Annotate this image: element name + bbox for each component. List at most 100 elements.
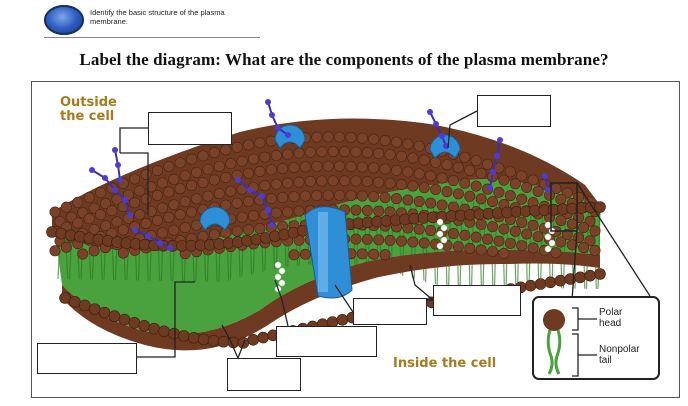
- phospholipid-head: [151, 189, 163, 201]
- phospholipid-head: [322, 189, 334, 201]
- phospholipid-head: [516, 240, 528, 252]
- phospholipid-head: [49, 206, 61, 218]
- phospholipid-head: [336, 313, 349, 326]
- cholesterol: [440, 236, 448, 244]
- phospholipid-head: [243, 224, 255, 236]
- phospholipid-head: [430, 156, 442, 168]
- cholesterol: [544, 221, 552, 229]
- phospholipid-head: [129, 197, 141, 209]
- phospholipid-head: [220, 199, 232, 211]
- phospholipid-head: [395, 179, 407, 191]
- phospholipid-head: [108, 310, 121, 323]
- sugar-bead: [269, 222, 275, 228]
- carbohydrate-chain: [489, 139, 501, 189]
- objective-icon: [44, 5, 84, 35]
- phospholipid-head: [384, 149, 396, 161]
- phospholipid-head: [584, 269, 596, 282]
- phospholipid-head: [470, 231, 482, 243]
- phospholipid-head: [168, 173, 180, 185]
- phospholipid-head: [554, 274, 567, 287]
- sugar-bead: [439, 133, 445, 139]
- phospholipid-head: [487, 196, 499, 208]
- phospholipid-head: [402, 166, 414, 178]
- phospholipid-head: [88, 223, 100, 235]
- phospholipid-head: [379, 163, 391, 175]
- phospholipid-head: [584, 235, 596, 247]
- leader-line: [334, 284, 354, 313]
- phospholipid-head: [191, 166, 203, 178]
- phospholipid-head: [493, 235, 505, 247]
- carbohydrate-chain: [134, 229, 171, 249]
- legend-polar-head: Polar head: [599, 307, 623, 329]
- answer-box-7[interactable]: [227, 358, 301, 391]
- phospholipid-head: [436, 199, 448, 211]
- phospholipid-head: [395, 235, 407, 247]
- phospholipid-head: [174, 157, 186, 169]
- lipid-tail: [68, 236, 73, 280]
- answer-box-5[interactable]: [276, 326, 377, 357]
- phospholipid-head: [566, 239, 578, 251]
- phospholipid-head: [316, 146, 328, 158]
- phospholipid-head: [311, 131, 323, 143]
- phospholipid-head: [178, 330, 190, 342]
- phospholipid-head: [236, 155, 248, 167]
- phospholipid-head: [482, 233, 494, 245]
- channel-highlight: [318, 212, 328, 292]
- answer-box-2[interactable]: [477, 95, 551, 127]
- phospholipid-head: [197, 177, 209, 189]
- phospholipid-head: [452, 188, 464, 200]
- answer-box-3[interactable]: [433, 285, 521, 316]
- cholesterol: [274, 261, 282, 269]
- phospholipid-head: [407, 152, 419, 164]
- phospholipid-head: [128, 316, 141, 329]
- inside-cell-label: Inside the cell: [393, 356, 497, 371]
- phospholipid-head: [561, 228, 573, 240]
- phospholipid-head: [322, 160, 334, 172]
- phospholipid-head: [117, 247, 129, 259]
- sugar-bead: [265, 207, 271, 213]
- phospholipid-head: [213, 160, 225, 172]
- phospholipid-head: [527, 242, 539, 254]
- phospholipid-head: [202, 163, 214, 175]
- phospholipid-head: [487, 221, 499, 233]
- phospholipid-head: [430, 184, 442, 196]
- phospholipid-head: [402, 138, 414, 150]
- phospholipid-head: [516, 193, 528, 205]
- phospholipid-head: [191, 193, 203, 205]
- phospholipid-head: [413, 140, 425, 152]
- phospholipid-head: [156, 202, 168, 214]
- phospholipid-head: [373, 234, 385, 246]
- phospholipid-head: [225, 158, 237, 170]
- phospholipid-head: [482, 158, 494, 170]
- phospholipid-head: [186, 206, 198, 218]
- sugar-bead: [112, 147, 118, 153]
- answer-box-4[interactable]: [353, 298, 427, 325]
- sugar-bead: [285, 132, 291, 138]
- phospholipid-head: [60, 201, 72, 213]
- phospholipid-head: [594, 201, 606, 213]
- phospholipid-head: [277, 163, 289, 175]
- phospholipid-head: [299, 161, 311, 173]
- phospholipid-head: [425, 197, 437, 209]
- phospholipid-head: [345, 131, 357, 143]
- answer-box-6[interactable]: [37, 343, 137, 374]
- sugar-bead: [542, 173, 548, 179]
- phospholipid-head: [475, 244, 487, 256]
- cholesterol: [436, 242, 444, 250]
- carbohydrate-chains: [89, 99, 556, 293]
- phospholipid-head: [257, 331, 269, 344]
- phospholipid-head: [259, 180, 271, 192]
- phospholipid-head: [361, 176, 373, 188]
- phospholipid-head: [418, 237, 430, 249]
- leader-line: [137, 281, 195, 358]
- phospholipid-head: [395, 150, 407, 162]
- phospholipid-head: [277, 192, 289, 204]
- question-title: Label the diagram: What are the componen…: [79, 50, 609, 69]
- phospholipid-head: [356, 161, 368, 173]
- phospholipid-head: [407, 180, 419, 192]
- sugar-bead: [127, 212, 133, 218]
- phospholipid-head: [140, 193, 152, 205]
- answer-box-1[interactable]: [148, 112, 232, 145]
- phospholipid-head: [418, 154, 430, 166]
- sugar-bead: [275, 125, 281, 131]
